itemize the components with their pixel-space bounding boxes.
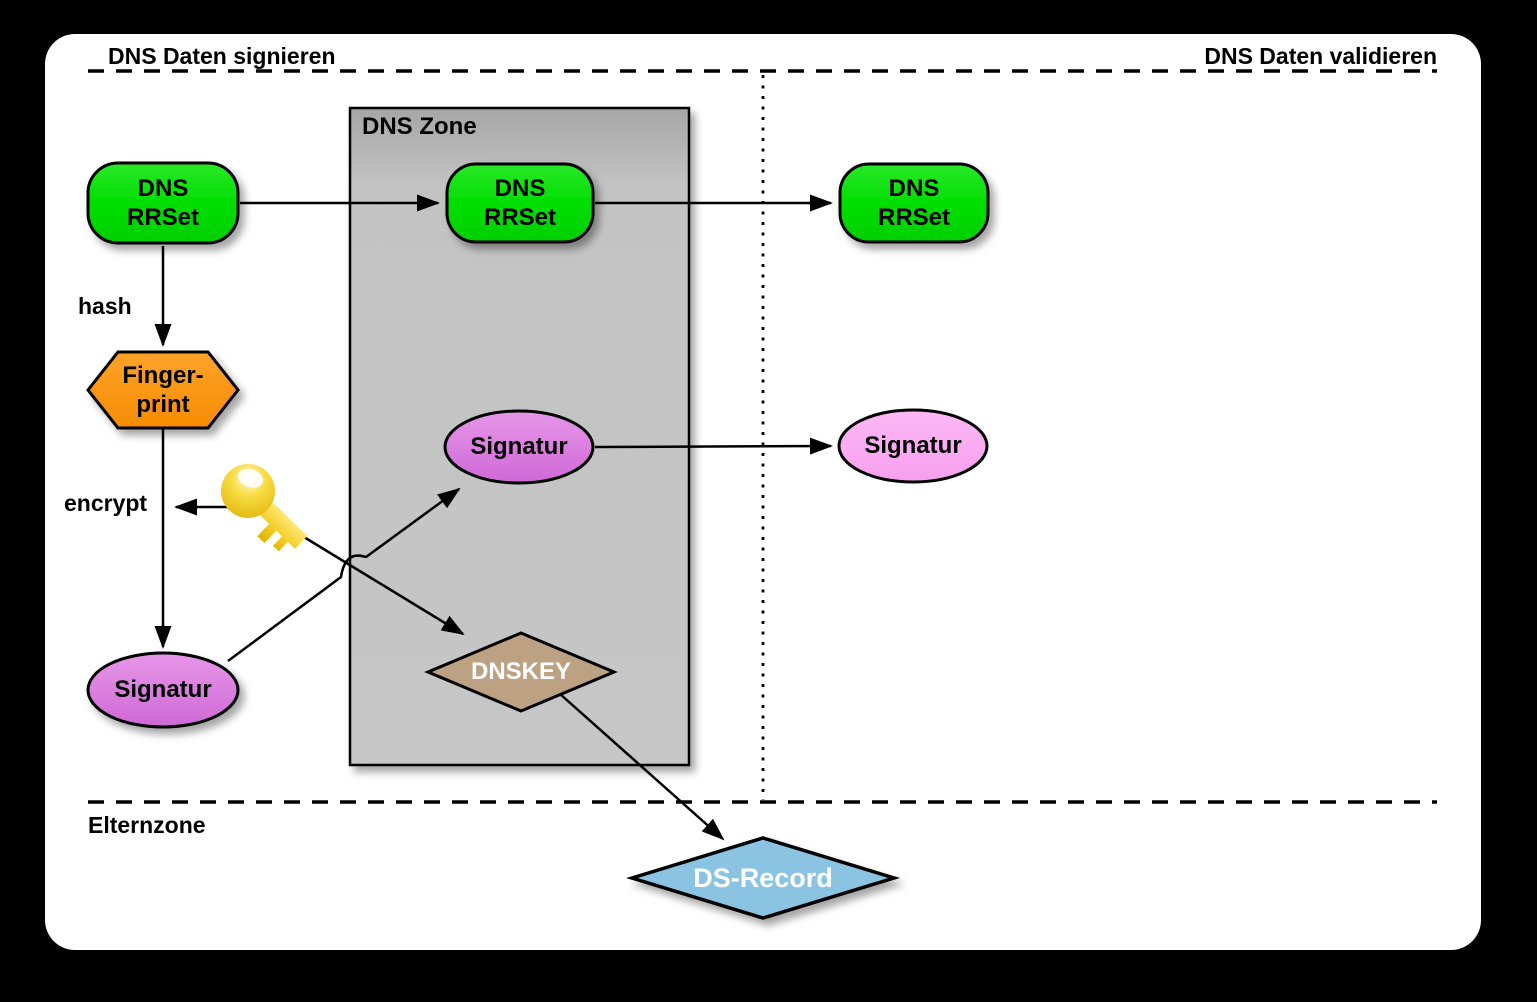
rrset-left-node <box>86 161 240 245</box>
arrow-signatur-left-to-zone <box>227 487 461 663</box>
signatur-left-node <box>86 651 240 729</box>
key-icon <box>221 464 308 552</box>
ds-record-node <box>626 836 900 920</box>
arrow-key-to-dnskey <box>298 532 465 636</box>
arrow-signatur-zone-to-right <box>594 437 833 455</box>
signatur-zone-node <box>443 409 595 485</box>
arrow-dnskey-to-dsrecord <box>559 693 725 841</box>
signatur-right-node <box>837 408 989 484</box>
dnskey-node <box>424 631 618 713</box>
rrset-right-node <box>838 162 990 244</box>
diagram-card <box>45 34 1481 950</box>
fingerprint-node <box>86 350 240 430</box>
rrset-zone-node <box>445 162 595 244</box>
